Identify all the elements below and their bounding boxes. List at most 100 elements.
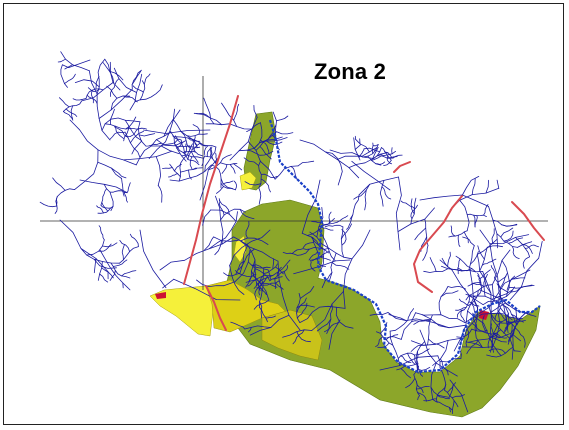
river-segment <box>379 355 439 371</box>
river-segment <box>119 246 139 264</box>
road-west <box>183 95 239 285</box>
river-segment <box>145 142 162 147</box>
river-segment <box>238 248 255 271</box>
river-segment <box>156 139 184 147</box>
river-segment <box>262 280 280 286</box>
river-segment <box>491 340 502 357</box>
river-segment <box>95 75 100 90</box>
river-segment <box>96 58 106 95</box>
river-segment <box>467 334 498 343</box>
river-segment <box>291 248 310 254</box>
river-segment <box>64 64 73 70</box>
river-segment <box>400 312 416 340</box>
river-segment <box>407 352 415 365</box>
river-segment <box>204 145 209 155</box>
river-segment <box>328 319 341 350</box>
river-segment <box>379 180 385 207</box>
river-segment <box>396 363 419 371</box>
river-segment <box>430 362 437 400</box>
road-southwest <box>205 285 227 331</box>
river-segment <box>470 251 479 265</box>
river-segment <box>157 185 163 203</box>
river-segment <box>259 282 278 288</box>
river-segment <box>138 133 156 137</box>
river-segment <box>482 315 487 334</box>
river-segment <box>483 273 488 297</box>
river-segment <box>189 156 193 170</box>
river-segment <box>255 131 278 151</box>
river-segment <box>70 105 73 119</box>
river-segment <box>381 186 392 200</box>
river-segment <box>186 143 193 156</box>
river-segment <box>355 138 370 153</box>
river-segment <box>462 176 480 196</box>
river-segment <box>479 229 500 294</box>
river-segment <box>229 265 245 295</box>
river-segment <box>430 386 450 398</box>
river-segment <box>239 244 249 274</box>
river-segment <box>506 275 516 297</box>
river-segment <box>220 208 246 221</box>
river-segment <box>308 251 318 261</box>
roads-layer <box>183 95 545 331</box>
river-segment <box>97 161 122 179</box>
river-segment <box>343 229 371 309</box>
river-segment <box>113 67 137 93</box>
river-segment <box>60 51 90 72</box>
river-segment <box>243 157 259 166</box>
river-segment <box>466 339 479 355</box>
river-segment <box>460 310 466 322</box>
river-segment <box>98 225 105 241</box>
river-segment <box>129 73 143 111</box>
river-segment <box>115 125 125 140</box>
river-segment <box>400 200 415 210</box>
river-segment <box>274 165 299 180</box>
river-segment <box>515 237 530 258</box>
river-segment <box>88 70 111 141</box>
river-segment <box>522 256 530 269</box>
river-segment <box>112 259 128 267</box>
river-segment <box>373 147 382 159</box>
river-segment <box>465 341 484 348</box>
river-segment <box>135 131 172 166</box>
river-segment <box>400 355 412 363</box>
river-segment <box>389 319 409 332</box>
river-segment <box>292 329 305 345</box>
river-segment <box>436 395 450 400</box>
river-segment <box>125 116 137 130</box>
river-segment <box>258 275 264 291</box>
river-segment <box>492 297 501 348</box>
river-segment <box>148 109 181 159</box>
zone-red-west <box>155 292 166 299</box>
river-segment <box>437 355 447 391</box>
river-segment <box>79 179 128 193</box>
river-segment <box>168 173 178 178</box>
river-segment <box>162 278 175 289</box>
river-segment <box>110 108 115 125</box>
river-segment <box>98 88 133 119</box>
river-segment <box>230 321 246 330</box>
river-segment <box>129 233 139 247</box>
river-segment <box>311 291 344 331</box>
river-segment <box>509 241 543 301</box>
river-segment <box>240 237 269 245</box>
river-segment <box>252 275 270 301</box>
river-segment <box>440 290 459 298</box>
river-segment <box>159 236 234 271</box>
river-segment <box>496 283 508 293</box>
river-segment <box>447 382 457 393</box>
river-segment <box>397 352 419 359</box>
river-segment <box>468 245 475 271</box>
river-segment <box>81 82 114 102</box>
river-segment <box>233 103 240 121</box>
river-segment <box>302 242 314 248</box>
river-segment <box>126 182 131 194</box>
river-segment <box>492 219 518 227</box>
river-segment <box>206 147 211 157</box>
river-segment <box>474 215 478 228</box>
river-segment <box>351 160 391 191</box>
river-segment <box>299 139 360 179</box>
river-segment <box>488 348 506 354</box>
river-segment <box>511 277 526 280</box>
